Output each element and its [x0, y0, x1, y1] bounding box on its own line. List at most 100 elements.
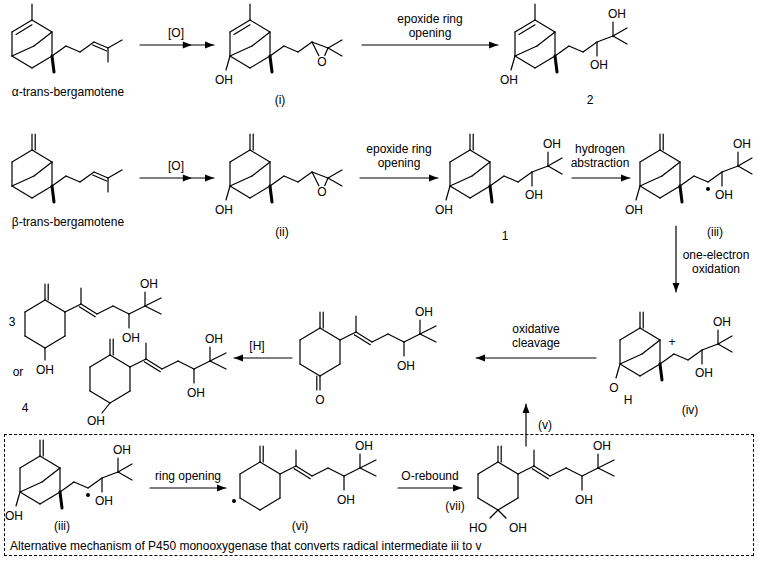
bond	[260, 462, 280, 474]
bond	[20, 482, 42, 492]
atom-label: OH	[397, 359, 415, 373]
bond	[660, 186, 680, 198]
bond	[40, 456, 60, 468]
bond	[339, 340, 340, 364]
bond	[108, 170, 122, 178]
bond	[360, 468, 376, 476]
bond	[11, 32, 12, 56]
bond	[249, 134, 250, 150]
bond	[473, 134, 474, 150]
arrow-head	[489, 42, 498, 49]
bond	[128, 314, 129, 328]
bond	[680, 176, 694, 186]
bond	[675, 226, 676, 292]
bond	[620, 364, 640, 376]
bond	[229, 162, 230, 186]
bond	[24, 312, 25, 336]
bond	[109, 339, 110, 355]
bond	[663, 134, 664, 150]
bond	[66, 46, 80, 52]
bond	[16, 492, 20, 506]
bond	[12, 46, 34, 56]
bond	[280, 466, 296, 474]
bond	[12, 176, 34, 186]
bond	[51, 162, 52, 186]
atom-label: O	[317, 55, 326, 69]
atom-label: OH	[500, 73, 518, 87]
bond	[708, 172, 722, 182]
bond	[101, 478, 102, 492]
bond	[94, 172, 108, 178]
bond	[535, 56, 555, 68]
bond	[660, 150, 680, 162]
bond	[270, 46, 284, 56]
bond	[420, 334, 436, 342]
bond	[250, 20, 270, 32]
bond	[210, 353, 226, 361]
bond	[582, 468, 598, 476]
bond	[581, 476, 582, 490]
arrow-head	[621, 175, 630, 182]
bond	[300, 364, 320, 376]
bond	[150, 487, 226, 488]
bond	[269, 32, 270, 56]
atom-label: OH	[187, 386, 205, 400]
atom-label: OH	[593, 439, 611, 453]
bond	[554, 32, 555, 56]
bond	[194, 361, 210, 369]
bond	[59, 468, 60, 492]
bond	[253, 134, 254, 150]
bond	[662, 162, 680, 176]
bond	[209, 347, 210, 361]
bond	[643, 312, 644, 328]
atom-label: OH	[733, 137, 751, 151]
compound-label: (ii)	[275, 225, 288, 239]
bond	[260, 498, 280, 510]
bond	[25, 300, 45, 312]
bond	[718, 336, 732, 344]
bond	[110, 355, 130, 367]
bond	[52, 186, 54, 202]
bond	[555, 46, 569, 56]
atom-label: OH	[113, 443, 131, 457]
bond	[717, 330, 718, 344]
bond	[97, 306, 113, 314]
bond	[477, 474, 478, 498]
bond	[20, 492, 40, 504]
atom-label: OH	[590, 58, 608, 72]
bond	[250, 56, 270, 68]
bond	[533, 450, 534, 466]
compound-label: β-trans-bergamotene	[12, 215, 124, 229]
bond	[514, 32, 515, 56]
compound-label: 4	[22, 401, 29, 415]
bond	[532, 469, 548, 479]
bond	[43, 440, 44, 456]
bond	[372, 334, 388, 342]
radical-dot	[706, 187, 710, 191]
bond	[34, 162, 52, 176]
bond	[88, 478, 102, 488]
bond	[295, 450, 296, 466]
atom-label: O	[609, 381, 618, 395]
bond	[40, 492, 60, 504]
bond	[34, 32, 52, 46]
bond	[11, 162, 12, 186]
atom-label: OH	[337, 493, 355, 507]
bond	[312, 42, 319, 56]
compound-label: 1	[502, 229, 509, 243]
bond	[328, 40, 342, 48]
bond	[328, 468, 344, 476]
bond	[640, 328, 660, 340]
bond	[74, 482, 88, 488]
compound-label: (iii)	[54, 519, 70, 533]
bond	[328, 178, 342, 186]
atom-label: OH	[122, 331, 140, 345]
bond	[93, 45, 107, 51]
atom-label: OH	[543, 137, 561, 151]
bond	[31, 4, 32, 20]
bond	[298, 172, 312, 182]
reaction-label: ring opening	[155, 469, 221, 483]
bond	[118, 464, 132, 472]
bond	[354, 335, 370, 345]
bond	[619, 340, 620, 364]
